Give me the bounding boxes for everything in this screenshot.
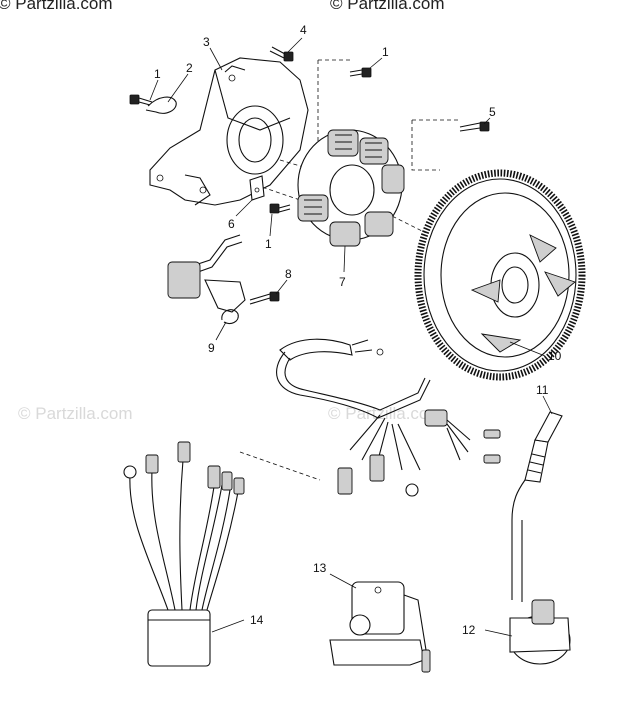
watermark-mid-left: © Partzilla.com bbox=[18, 404, 133, 423]
watermark-top-left: © Partzilla.com bbox=[0, 0, 113, 13]
callout-14: 14 bbox=[250, 613, 264, 627]
watermark-top-right: © Partzilla.com bbox=[330, 0, 445, 13]
callout-1b: 1 bbox=[382, 45, 389, 59]
wire-harness[interactable] bbox=[276, 338, 501, 497]
callout-10: 10 bbox=[548, 349, 562, 363]
callout-numbers: 1 2 3 4 1 5 6 1 7 8 9 10 11 12 13 14 bbox=[154, 23, 562, 637]
callout-3: 3 bbox=[203, 35, 210, 49]
callout-4: 4 bbox=[300, 23, 307, 37]
callout-6: 6 bbox=[228, 217, 235, 231]
callout-2: 2 bbox=[186, 61, 193, 75]
leader-lines bbox=[149, 37, 553, 637]
callout-5: 5 bbox=[489, 105, 496, 119]
stator-coil-part-7[interactable] bbox=[297, 129, 405, 247]
screw-part-1-upper-right[interactable] bbox=[349, 67, 372, 78]
screw-part-4[interactable] bbox=[269, 46, 294, 62]
callout-11: 11 bbox=[536, 383, 549, 397]
flywheel-part-10[interactable] bbox=[414, 169, 586, 381]
regulator-part-14[interactable] bbox=[123, 441, 245, 667]
solenoid-part-13[interactable] bbox=[329, 581, 431, 673]
bracket-part-6[interactable] bbox=[249, 175, 265, 201]
screw-part-5[interactable] bbox=[459, 121, 490, 132]
callout-8: 8 bbox=[285, 267, 292, 281]
screw-part-1-lower[interactable] bbox=[269, 203, 291, 214]
callout-1a: 1 bbox=[154, 67, 161, 81]
pickup-coil-assembly[interactable] bbox=[167, 234, 246, 313]
clip-part-2[interactable] bbox=[145, 96, 177, 114]
callout-12: 12 bbox=[462, 623, 476, 637]
clamp-part-9[interactable] bbox=[221, 309, 239, 325]
callout-9: 9 bbox=[208, 341, 215, 355]
ignition-coil-part-12[interactable] bbox=[509, 479, 571, 665]
callout-1c: 1 bbox=[265, 237, 272, 251]
spark-plug-cap-part-11[interactable] bbox=[524, 411, 563, 483]
callout-7: 7 bbox=[339, 275, 346, 289]
screw-part-8[interactable] bbox=[249, 291, 280, 305]
stator-plate-part-3[interactable] bbox=[149, 57, 309, 206]
screw-part-1-upper-left[interactable] bbox=[129, 94, 153, 106]
callout-13: 13 bbox=[313, 561, 327, 575]
